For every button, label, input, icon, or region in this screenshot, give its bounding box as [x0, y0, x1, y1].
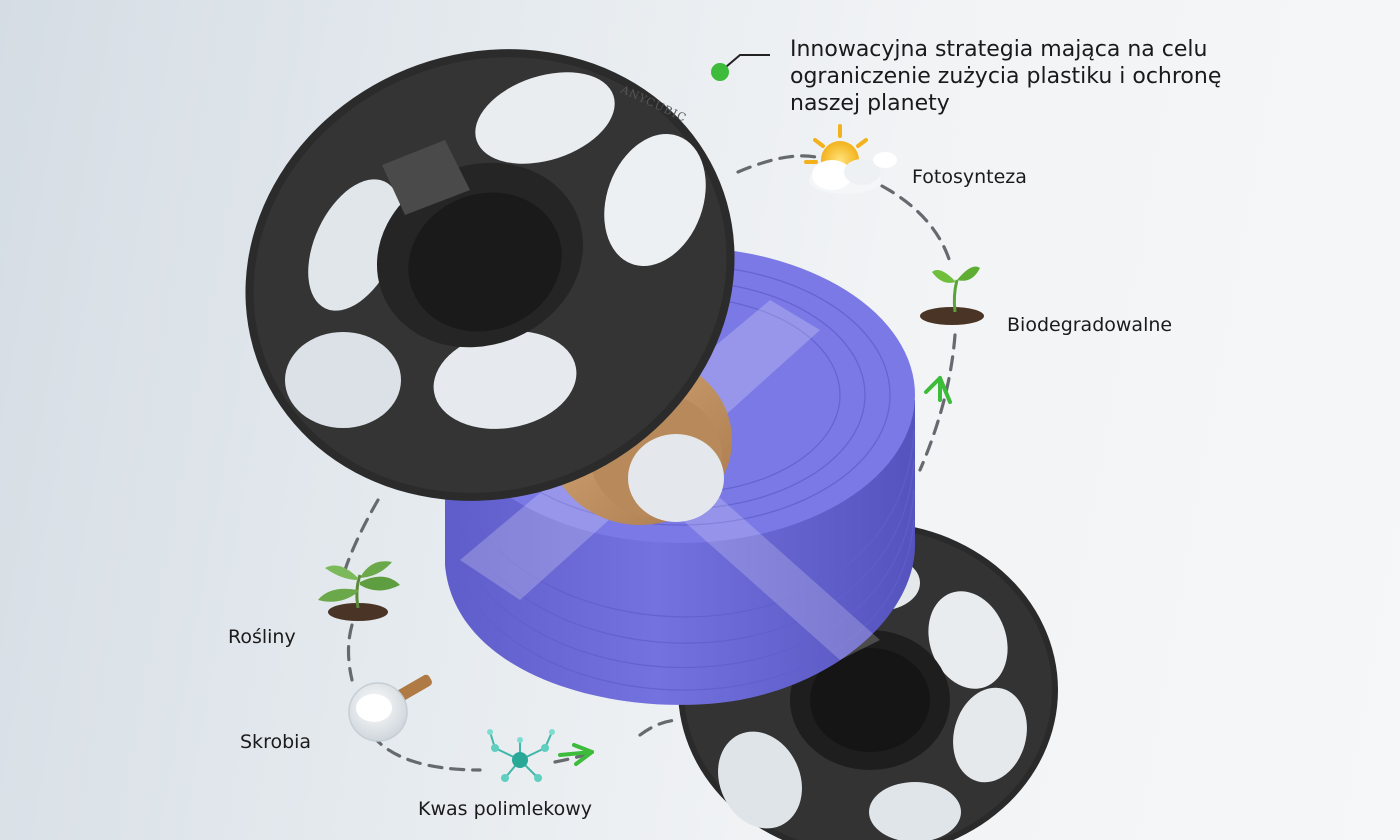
headline-line: Innowacyjna strategia mająca na celu	[790, 37, 1208, 62]
sun-cloud-icon	[804, 124, 897, 194]
step-label-plants: Rośliny	[228, 626, 296, 648]
sprout-soil-icon	[920, 266, 984, 325]
plant-soil-icon	[318, 561, 400, 621]
step-label-starch: Skrobia	[240, 731, 312, 753]
cycle-arrow-right-icon	[558, 743, 594, 766]
top-flange: ANYCUBIC	[245, 49, 735, 501]
headline-callout: Innowacyjna strategia mająca na celu ogr…	[790, 36, 1221, 117]
headline-callout-leader	[711, 54, 770, 81]
step-label-biodegradable: Biodegradowalne	[1007, 314, 1173, 336]
starch-bowl-icon	[348, 674, 432, 742]
step-label-polylactic-acid: Kwas polimlekowy	[418, 798, 593, 820]
step-label-photosynthesis: Fotosynteza	[912, 166, 1027, 188]
cycle-arrow-up-icon	[924, 376, 952, 404]
headline-line: naszej planety	[790, 91, 950, 116]
molecule-icon	[487, 729, 555, 782]
headline-line: ograniczenie zużycia plastiku i ochronę	[790, 64, 1222, 89]
